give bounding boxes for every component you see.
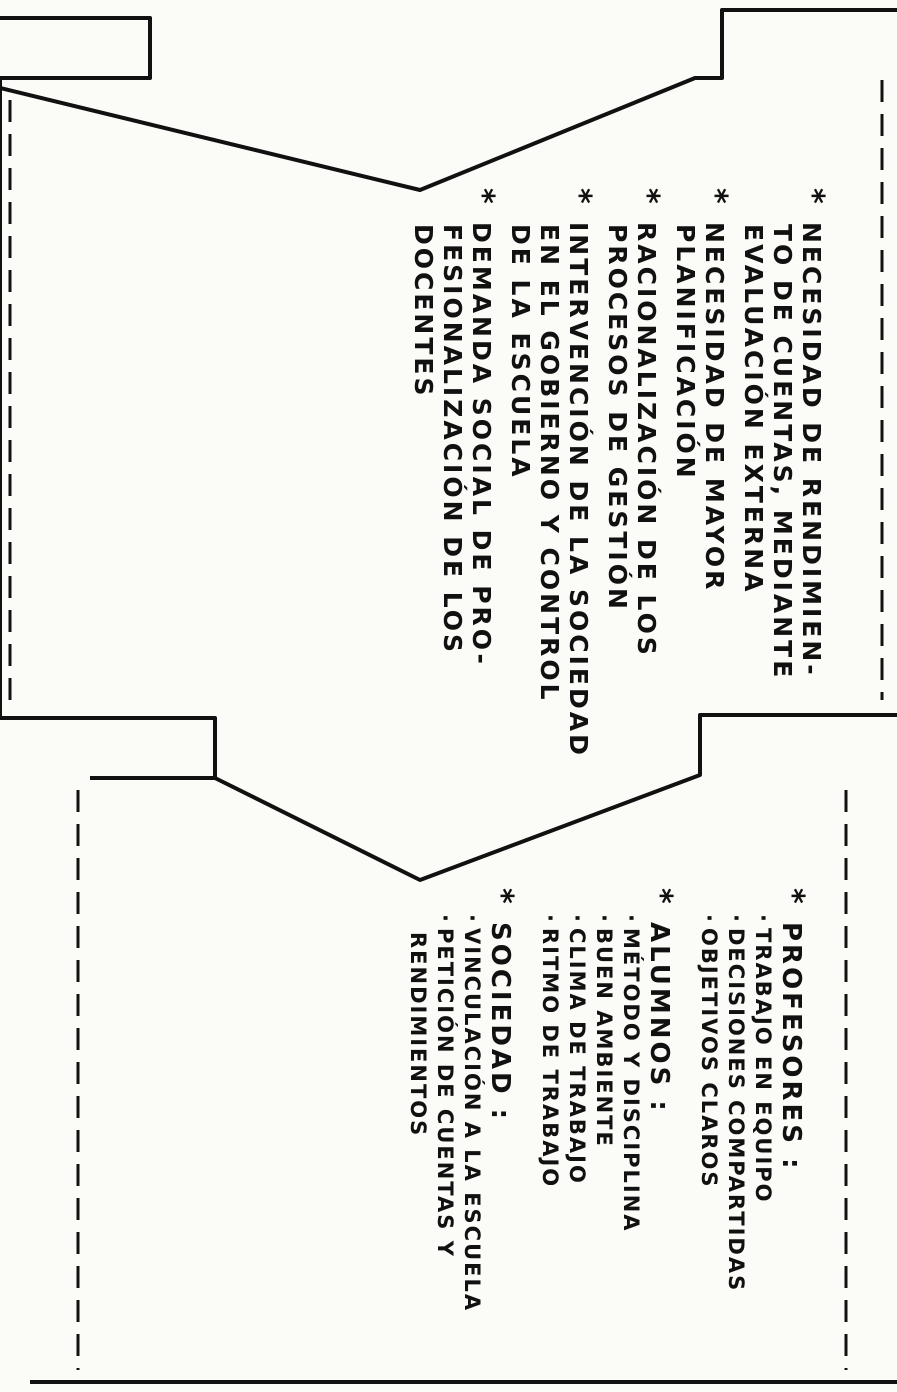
lower-box-content: *Profesores :·Trabajo en equipo·Decision… — [384, 888, 810, 1358]
upper-item-line: Necesidad de mayor — [700, 222, 729, 593]
upper-item: * Demanda social de pro-fesionalización d… — [409, 188, 500, 788]
lower-sub-item-line: Decisiones compartidas — [724, 928, 748, 1293]
lower-group: *Sociedad :·Vinculación a la escuela·Pet… — [404, 888, 519, 1358]
dot-bullet-icon: · — [751, 914, 775, 924]
dot-bullet-icon: · — [538, 914, 562, 924]
dot-bullet-icon: · — [565, 914, 589, 924]
lower-sub-item-line: Trabajo en equipo — [751, 928, 775, 1204]
dot-bullet-icon: · — [619, 914, 643, 924]
dot-bullet-icon: · — [724, 914, 748, 924]
lower-group: *Alumnos :·Método y disciplina·Buen ambi… — [536, 888, 678, 1358]
asterisk-bullet-icon: * — [630, 188, 665, 207]
upper-item-line: Necesidad de rendimien- — [797, 222, 826, 678]
lower-sub-item-line: rendimientos — [406, 932, 430, 1138]
upper-item: * Necesidad de rendimien-to de cuentas, m… — [739, 188, 830, 788]
lower-sub-item-line: Buen ambiente — [592, 928, 616, 1148]
lower-group: *Profesores :·Trabajo en equipo·Decision… — [695, 888, 810, 1358]
asterisk-bullet-icon: * — [795, 188, 830, 207]
lower-group-title: Profesores : — [776, 922, 806, 1172]
upper-item-line: docentes — [409, 224, 438, 399]
lower-group-title: Alumnos : — [644, 922, 674, 1114]
upper-item-line: Racionalización de los — [632, 222, 661, 658]
asterisk-bullet-icon: * — [562, 188, 597, 207]
dot-bullet-icon: · — [433, 914, 457, 924]
asterisk-bullet-icon: * — [484, 888, 519, 907]
lower-sub-item-line: Objetivos claros — [697, 928, 721, 1189]
upper-box-bottom-outline — [0, 713, 897, 882]
upper-item-line: Demanda social de pro- — [467, 222, 496, 667]
lower-sub-item-line: Petición de cuentas y — [433, 928, 457, 1258]
upper-item: * Necesidad de mayorplanificación — [671, 188, 733, 788]
lower-group-title: Sociedad : — [485, 922, 515, 1123]
upper-item: * Intervención de la sociedaden el gobier… — [506, 188, 597, 788]
upper-item-line: evaluación externa — [739, 224, 768, 595]
upper-box-outline — [0, 8, 897, 192]
upper-item-line: planificación — [671, 224, 700, 481]
dot-bullet-icon: · — [592, 914, 616, 924]
upper-item: * Racionalización de losprocesos de gesti… — [603, 188, 665, 788]
lower-sub-item-line: Método y disciplina — [619, 928, 643, 1233]
upper-box-content: * Necesidad de rendimien-to de cuentas, m… — [400, 188, 830, 788]
asterisk-bullet-icon: * — [775, 888, 810, 907]
upper-item-line: en el gobierno y control — [535, 224, 564, 703]
upper-item-line: de la escuela — [506, 224, 535, 480]
upper-item-line: procesos de gestión — [603, 224, 632, 612]
asterisk-bullet-icon: * — [465, 188, 500, 207]
asterisk-bullet-icon: * — [698, 188, 733, 207]
lower-sub-item-line: Vinculación a la escuela — [460, 928, 484, 1313]
dot-bullet-icon: · — [697, 914, 721, 924]
lower-sub-item-line: Ritmo de trabajo — [538, 928, 562, 1189]
upper-item-line: fesionalización de los — [438, 224, 467, 656]
upper-item-line: to de cuentas, mediante — [768, 224, 797, 681]
asterisk-bullet-icon: * — [643, 888, 678, 907]
lower-sub-item-line: Clima de trabajo — [565, 928, 589, 1185]
dot-bullet-icon: · — [460, 914, 484, 924]
upper-item-line: Intervención de la sociedad — [564, 222, 593, 758]
